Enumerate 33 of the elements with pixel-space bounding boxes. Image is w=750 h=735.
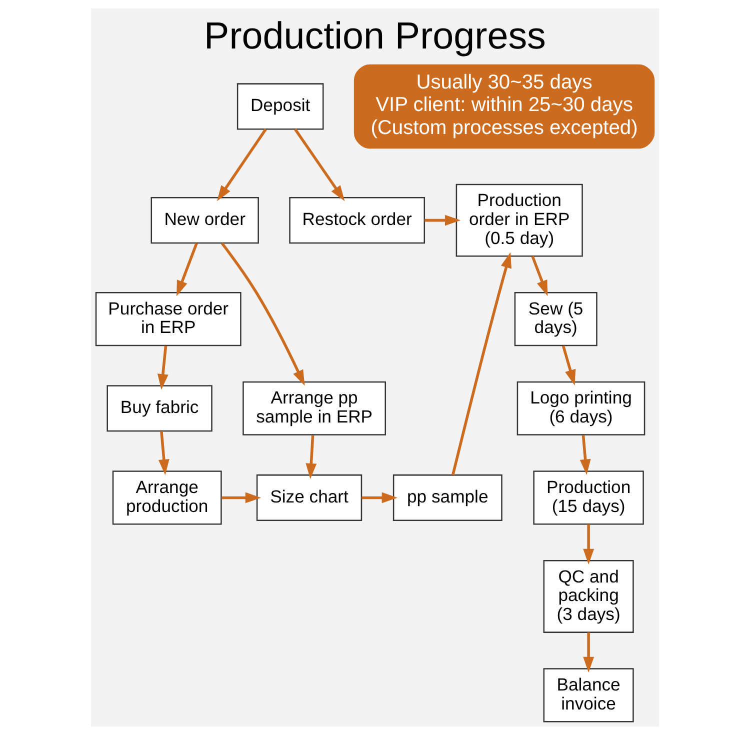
node-box: New order [150, 197, 259, 244]
node-box: pp sample [392, 474, 502, 521]
arrow [222, 492, 262, 504]
node-box: Arrange production [112, 470, 222, 525]
arrow [294, 128, 345, 202]
node-box: Restock order [289, 197, 425, 244]
arrow [452, 252, 512, 476]
arrow [362, 492, 398, 504]
node-box: QC and packing (3 days) [543, 560, 634, 633]
node-box: Size chart [256, 474, 362, 521]
arrow [158, 430, 170, 476]
node-box: Sew (5 days) [514, 292, 598, 346]
arrow [583, 524, 594, 565]
node-box: Purchase order in ERP [95, 292, 242, 346]
node-box: Deposit [236, 83, 324, 130]
arrow [176, 242, 198, 296]
arrow [306, 435, 317, 480]
arrow [580, 435, 591, 475]
node-box: Balance invoice [543, 668, 634, 722]
node-box: Arrange pp sample in ERP [242, 381, 386, 436]
arrow [217, 128, 267, 202]
diagram-title: Production Progress [204, 14, 546, 57]
arrow [531, 256, 548, 296]
node-box: Production (15 days) [533, 470, 644, 525]
node-box: Buy fabric [106, 385, 212, 432]
arrow [424, 214, 461, 226]
arrow [220, 242, 305, 386]
node-box: Production order in ERP (0.5 day) [456, 184, 583, 257]
node-box: Logo printing (6 days) [516, 381, 646, 436]
arrow [583, 632, 594, 672]
node-box: Usually 30~35 days VIP client: within 25~30 days (Custom processes excepted) [354, 64, 655, 149]
arrow [157, 346, 168, 390]
arrow [562, 346, 576, 386]
